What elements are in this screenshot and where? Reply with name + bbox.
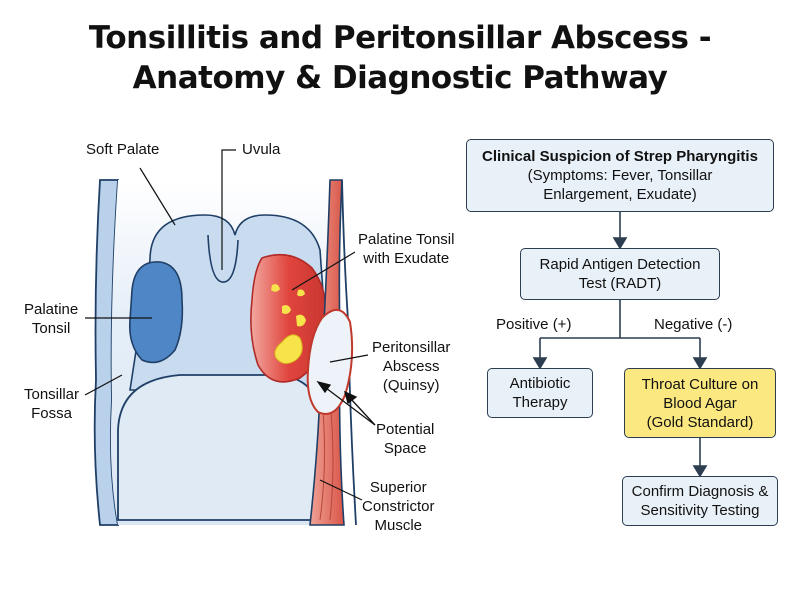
arrowhead bbox=[344, 390, 358, 405]
exudate-spot bbox=[297, 289, 305, 297]
label-uvula: Uvula bbox=[242, 141, 281, 158]
arrowhead bbox=[316, 380, 332, 394]
arrowhead bbox=[612, 237, 628, 250]
arrow-potential-space bbox=[321, 384, 376, 426]
arrowhead bbox=[532, 357, 548, 370]
leader-tonsillar-fossa bbox=[84, 374, 123, 396]
box-confirm-diagnosis: Confirm Diagnosis & Sensitivity Testing bbox=[622, 476, 778, 526]
leader-muscle bbox=[319, 479, 363, 501]
uvula-shape bbox=[207, 234, 239, 283]
label-palatine-tonsil-exudate: Palatine Tonsil with Exudate bbox=[358, 231, 455, 267]
leader-soft-palate bbox=[139, 167, 176, 226]
arrow-potential-space bbox=[349, 397, 376, 426]
leader-tonsil-exudate bbox=[291, 251, 356, 291]
label-potential-space: Potential Space bbox=[376, 421, 435, 457]
page-title: Tonsillitis and Peritonsillar Abscess - … bbox=[0, 18, 800, 98]
box-antibiotic-therapy: Antibiotic Therapy bbox=[487, 368, 593, 418]
label-negative-branch: Negative (-) bbox=[654, 316, 733, 333]
exudate-spot bbox=[274, 334, 303, 364]
arrowhead bbox=[692, 357, 708, 370]
box-radt: Rapid Antigen Detection Test (RADT) bbox=[520, 248, 720, 300]
arrowhead bbox=[692, 465, 708, 478]
label-peritonsillar-abscess: Peritonsillar Abscess (Quinsy) bbox=[372, 339, 451, 394]
exudate-spot bbox=[282, 305, 291, 314]
box-throat-culture: Throat Culture on Blood Agar (Gold Stand… bbox=[624, 368, 776, 438]
label-positive-branch: Positive (+) bbox=[496, 316, 572, 333]
label-tonsillar-fossa: Tonsillar Fossa bbox=[24, 386, 80, 422]
exudate-spot bbox=[296, 314, 306, 327]
peritonsillar-abscess bbox=[306, 309, 354, 415]
leader-abscess bbox=[329, 354, 369, 363]
box-clinical-suspicion: Clinical Suspicion of Strep Pharyngitis … bbox=[466, 139, 774, 212]
label-soft-palate: Soft Palate bbox=[86, 141, 160, 158]
leader-uvula bbox=[221, 149, 236, 270]
left-palatine-tonsil bbox=[128, 261, 184, 364]
title-line-1: Tonsillitis and Peritonsillar Abscess - bbox=[88, 20, 712, 56]
inflamed-tonsil bbox=[250, 253, 327, 383]
title-line-2: Anatomy & Diagnostic Pathway bbox=[132, 60, 668, 96]
label-palatine-tonsil: Palatine Tonsil bbox=[24, 301, 79, 337]
exudate-spot bbox=[271, 284, 280, 292]
label-superior-constrictor: Superior Constrictor Muscle bbox=[362, 479, 435, 534]
tongue-shape bbox=[117, 374, 326, 521]
